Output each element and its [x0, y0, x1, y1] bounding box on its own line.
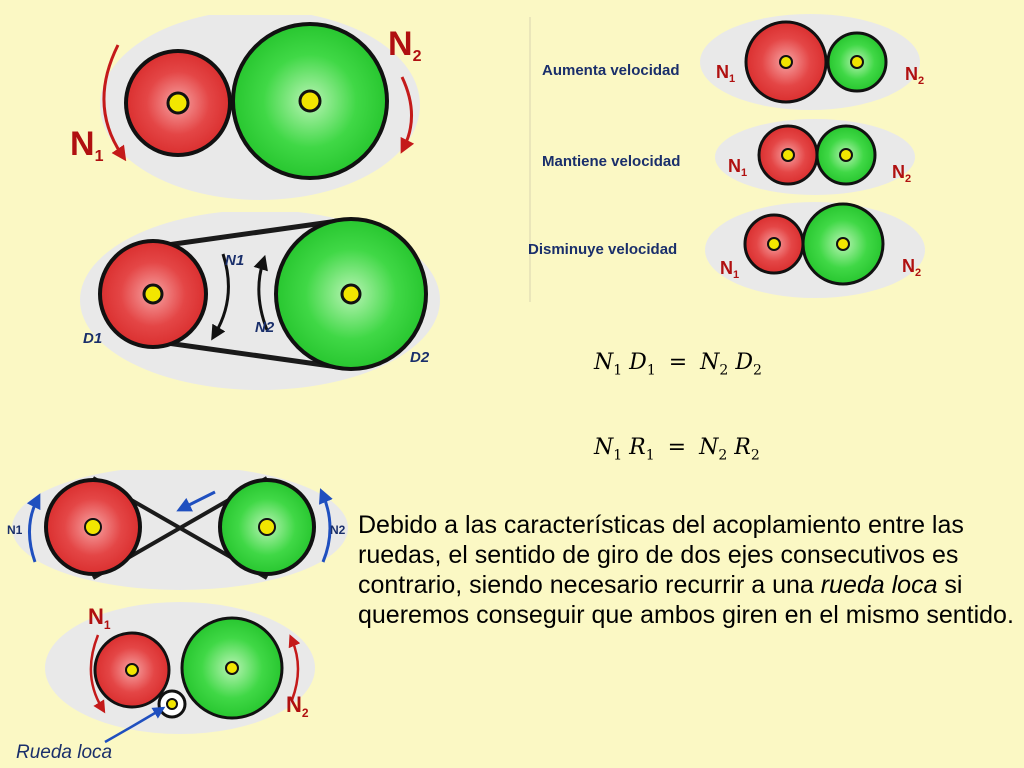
belt-bottom: [152, 338, 346, 371]
svg-text:N1: N1: [716, 62, 735, 85]
idler-wheel-diagram: N1 N2 Rueda loca: [16, 602, 315, 763]
n1-rotation-arrow: [102, 44, 127, 162]
idler-term: rueda loca: [820, 571, 938, 599]
ratio-label-maintain: Mantiene velocidad: [542, 153, 680, 170]
crossed-belt-diagram: N1 N2: [7, 470, 348, 590]
n2-label: N2: [255, 319, 275, 336]
svg-text:N1: N1: [728, 156, 747, 179]
n1-label: N1: [225, 252, 244, 269]
svg-text:N2: N2: [905, 64, 924, 87]
meshing-gears-diagram: N1 N2: [70, 15, 422, 200]
n2-rotation-arrow: [288, 634, 301, 701]
driver-pulley-axle: [142, 283, 164, 305]
n1-label: N1: [70, 125, 104, 165]
d2-label: D2: [410, 349, 430, 366]
n1-rotation-arrow: [89, 634, 106, 714]
n1-label: N1: [7, 523, 23, 537]
n1-arrow: [211, 253, 230, 341]
n2-arrow: [253, 254, 269, 331]
n2-rotation-arrow: [400, 76, 415, 154]
equation-diameter: N1 D1 = N2 D2: [594, 350, 762, 379]
equation-radius: N1 R1 = N2 R2: [594, 435, 760, 464]
red-gear-axle: [125, 663, 139, 677]
ratio-decrease: N1 N2: [705, 202, 925, 298]
driven-pulley-axle: [340, 283, 362, 305]
n2-label: N2: [330, 523, 346, 537]
ratio-increase: N1 N2: [700, 14, 924, 110]
belt-direction-arrow: [176, 490, 216, 512]
ratio-label-decrease: Disminuye velocidad: [528, 241, 677, 258]
green-pulley-axle: [258, 518, 276, 536]
n2-rotation-arrow: [319, 488, 333, 563]
speed-ratio-diagram: Aumenta velocidad Mantiene velocidad Dis…: [528, 14, 925, 302]
ratio-maintain: N1 N2: [715, 119, 915, 195]
green-gear-axle: [225, 661, 239, 675]
idler-wheel-axle: [166, 698, 178, 710]
n1-label: N1: [88, 604, 111, 632]
belt-top: [152, 217, 346, 250]
n2-label: N2: [388, 25, 422, 65]
svg-text:N2: N2: [902, 256, 921, 279]
green-gear-axle: [298, 89, 322, 113]
red-pulley-axle: [84, 518, 102, 536]
n2-label: N2: [286, 692, 309, 720]
d1-label: D1: [83, 330, 102, 347]
idler-label: Rueda loca: [16, 742, 112, 763]
explanation-paragraph: Debido a las características del acoplam…: [358, 511, 1014, 629]
ratio-label-increase: Aumenta velocidad: [542, 62, 680, 79]
n1-rotation-arrow: [26, 493, 41, 563]
idler-pointer-arrow: [104, 706, 166, 744]
belt-drive-diagram: N1 N2 D1 D2: [80, 212, 440, 390]
svg-text:N1: N1: [720, 258, 739, 281]
svg-text:N2: N2: [892, 162, 911, 185]
red-gear-axle: [166, 91, 190, 115]
